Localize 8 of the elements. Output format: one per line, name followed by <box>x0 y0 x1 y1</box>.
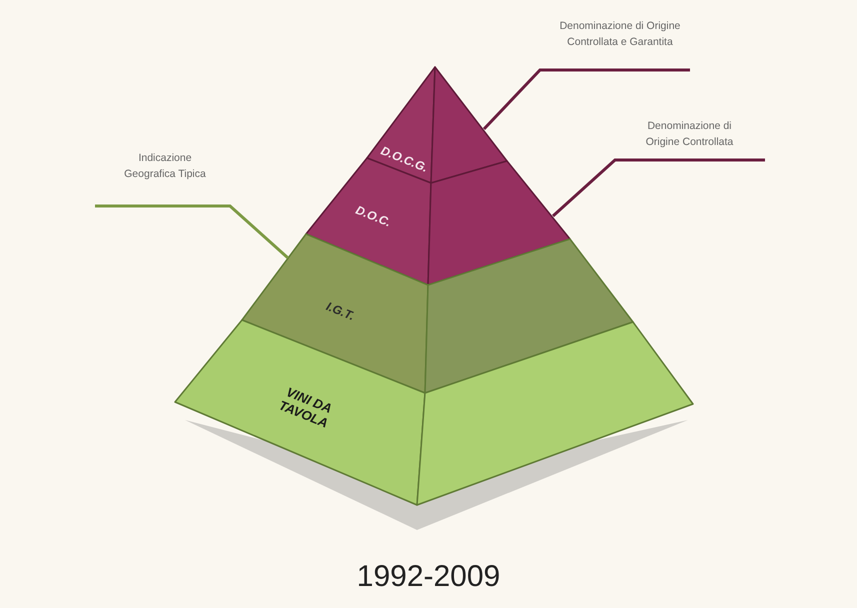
leader-line <box>482 68 690 130</box>
leader-line <box>552 158 765 218</box>
caption: 1992-2009 <box>356 560 502 594</box>
leader-line <box>95 204 289 260</box>
callout-text: Indicazione Geografica Tipica <box>123 151 207 182</box>
callout-text: Denominazione di Origine Controllata <box>644 119 734 150</box>
callout-text: Denominazione di Origine Controllata e Garantita <box>558 19 682 50</box>
tier-label: I.G.T. <box>324 300 356 324</box>
